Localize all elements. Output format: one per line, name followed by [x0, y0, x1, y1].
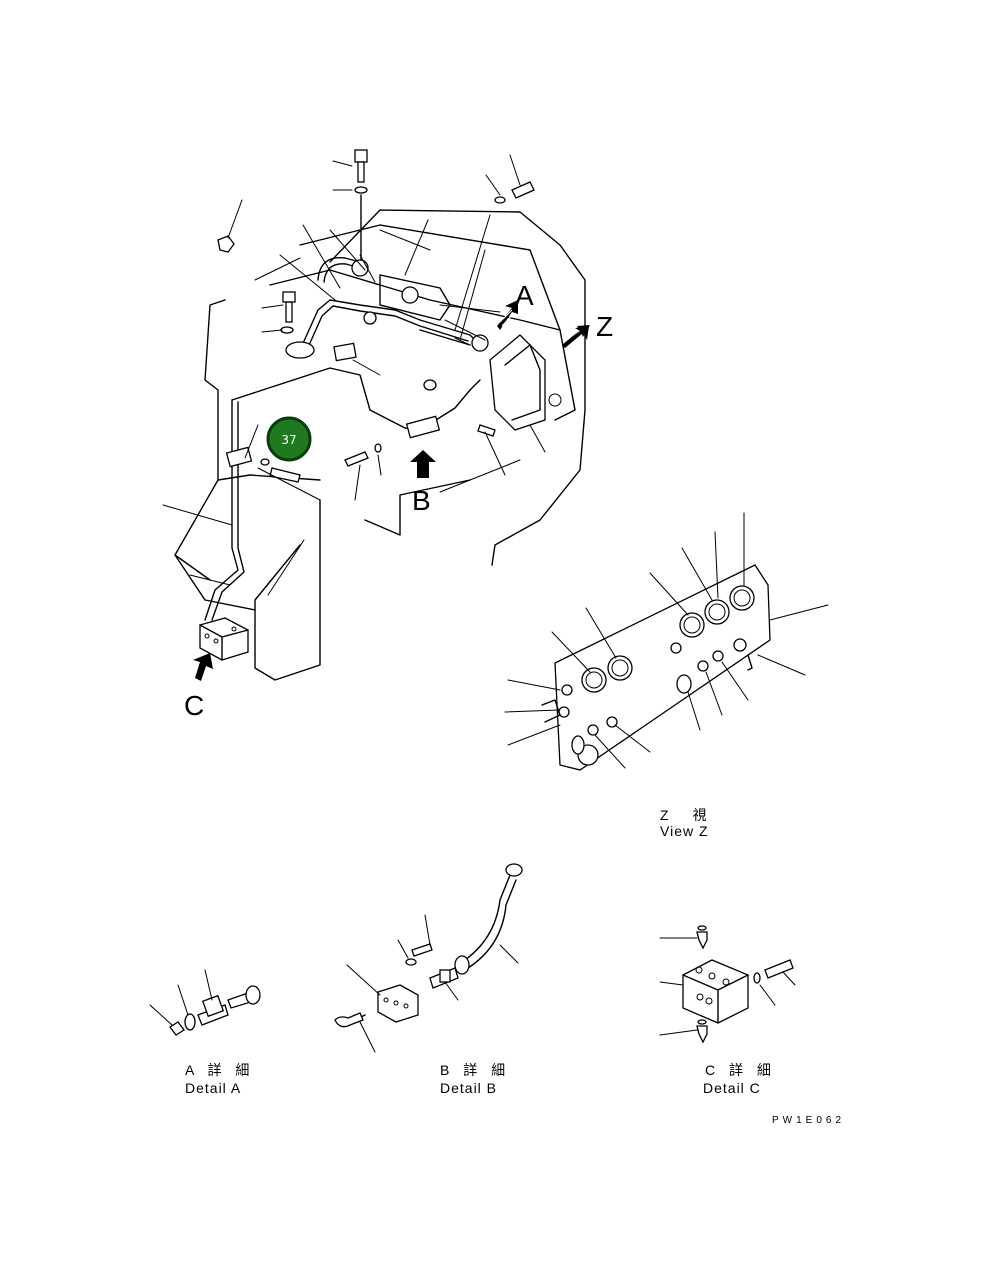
view-z-instrument-panel — [504, 512, 829, 771]
view-letter-b: B — [412, 485, 431, 516]
view-arrow-b — [410, 450, 436, 478]
detail-c-caption-en: Detail C — [703, 1080, 761, 1096]
detail-a-caption-en: Detail A — [185, 1080, 241, 1096]
detail-b-caption-jp: B 詳 細 — [440, 1062, 510, 1078]
view-arrow-c — [193, 653, 213, 681]
drawing-code: PW1E062 — [772, 1115, 845, 1126]
callout-number: 37 — [281, 433, 296, 447]
view-letter-a: A — [515, 280, 534, 311]
view-arrow-z — [562, 325, 590, 348]
detail-c-drawing — [659, 925, 796, 1044]
detail-b-drawing — [334, 863, 523, 1053]
callout-circle — [266, 416, 312, 462]
view-z-caption-en: View Z — [660, 823, 709, 839]
view-arrow-a — [497, 300, 518, 330]
part-callout-badge[interactable]: 37 — [266, 416, 312, 462]
detail-a-drawing — [149, 969, 261, 1036]
detail-b-caption-en: Detail B — [440, 1080, 497, 1096]
view-letter-z: Z — [596, 311, 613, 342]
detail-c-caption-jp: C 詳 細 — [705, 1062, 776, 1078]
view-letter-c: C — [184, 690, 204, 721]
detail-a-caption-jp: A 詳 細 — [185, 1062, 254, 1078]
main-assembly-drawing: A Z B C — [162, 149, 613, 721]
view-z-caption-jp: Z 視 — [660, 807, 712, 823]
